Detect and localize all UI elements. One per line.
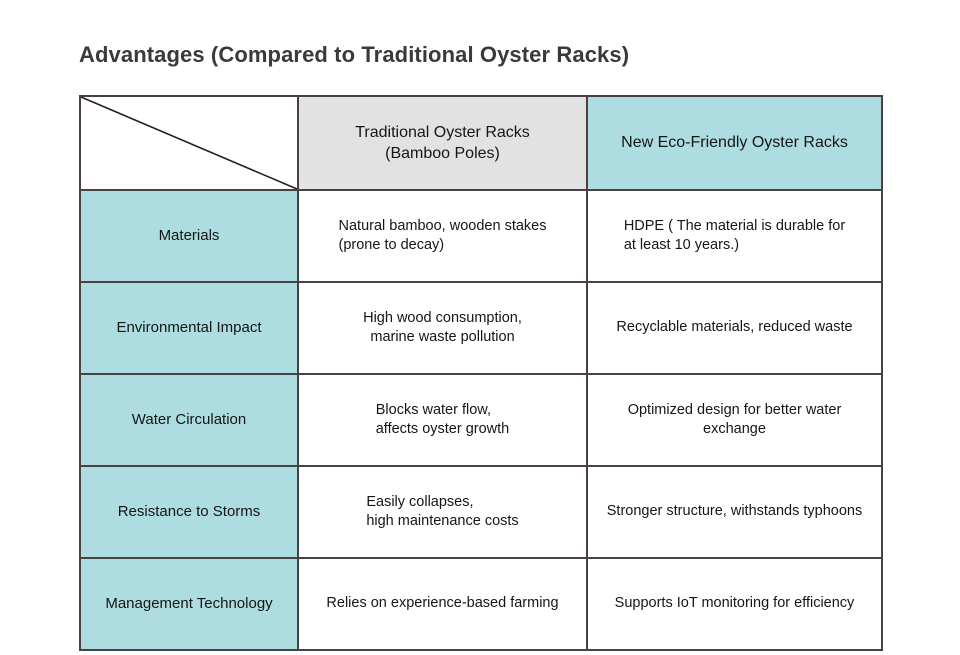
page-title: Advantages (Compared to Traditional Oyst… [79,42,630,67]
cell-eco-management-technology: Supports IoT monitoring for efficiency [586,557,883,651]
column-header-eco: New Eco-Friendly Oyster Racks [586,95,883,191]
cell-text-line: Stronger structure, withstands typhoons [606,503,863,520]
comparison-table: Traditional Oyster Racks (Bamboo Poles) … [79,95,883,651]
cell-text-line: Optimized design for better water exchan… [627,401,842,437]
cell-traditional-environmental-impact: High wood consumption, marine waste poll… [297,281,588,375]
cell-eco-water-circulation: Optimized design for better water exchan… [586,373,883,467]
cell-text-line: high maintenance costs [366,513,519,529]
cell-text-line: at least 10 years.) [623,237,740,253]
cell-text-line: (prone to decay) [338,237,445,253]
column-header-traditional-line1: Traditional Oyster Racks [355,123,530,141]
table-row: Resistance to Storms Easily collapses, h… [79,465,883,559]
cell-text-line: Natural bamboo, wooden stakes [338,217,547,234]
cell-traditional-water-circulation: Blocks water flow, affects oyster growth [297,373,588,467]
cell-traditional-resistance-to-storms: Easily collapses, high maintenance costs [297,465,588,559]
row-label-environmental-impact: Environmental Impact [79,281,299,375]
cell-eco-resistance-to-storms: Stronger structure, withstands typhoons [586,465,883,559]
column-header-traditional: Traditional Oyster Racks (Bamboo Poles) [297,95,588,191]
cell-text-line: Supports IoT monitoring for efficiency [614,595,855,612]
row-label-resistance-to-storms: Resistance to Storms [79,465,299,559]
cell-text-line: Relies on experience-based farming [326,595,559,612]
cell-text-line: Recyclable materials, reduced waste [616,319,853,336]
cell-text-line: Blocks water flow, [375,401,491,418]
table-row: Materials Natural bamboo, wooden stakes … [79,189,883,283]
cell-text-line: marine waste pollution [370,329,515,345]
cell-text-line: High wood consumption, [363,309,522,326]
table-corner-cell [79,95,299,191]
cell-traditional-materials: Natural bamboo, wooden stakes (prone to … [297,189,588,283]
table-row: Management Technology Relies on experien… [79,557,883,651]
cell-eco-environmental-impact: Recyclable materials, reduced waste [586,281,883,375]
table-header-row: Traditional Oyster Racks (Bamboo Poles) … [79,95,883,191]
row-label-water-circulation: Water Circulation [79,373,299,467]
cell-eco-materials: HDPE ( The material is durable for at le… [586,189,883,283]
cell-text-line: HDPE ( The material is durable for [623,217,846,234]
table-row: Water Circulation Blocks water flow, aff… [79,373,883,467]
diagonal-divider-line-icon [81,97,297,189]
row-label-management-technology: Management Technology [79,557,299,651]
cell-traditional-management-technology: Relies on experience-based farming [297,557,588,651]
column-header-traditional-line2: (Bamboo Poles) [385,145,500,162]
column-header-eco-line1: New Eco-Friendly Oyster Racks [621,134,848,152]
table-row: Environmental Impact High wood consumpti… [79,281,883,375]
cell-text-line: Easily collapses, [366,493,474,510]
row-label-materials: Materials [79,189,299,283]
cell-text-line: affects oyster growth [375,421,510,437]
